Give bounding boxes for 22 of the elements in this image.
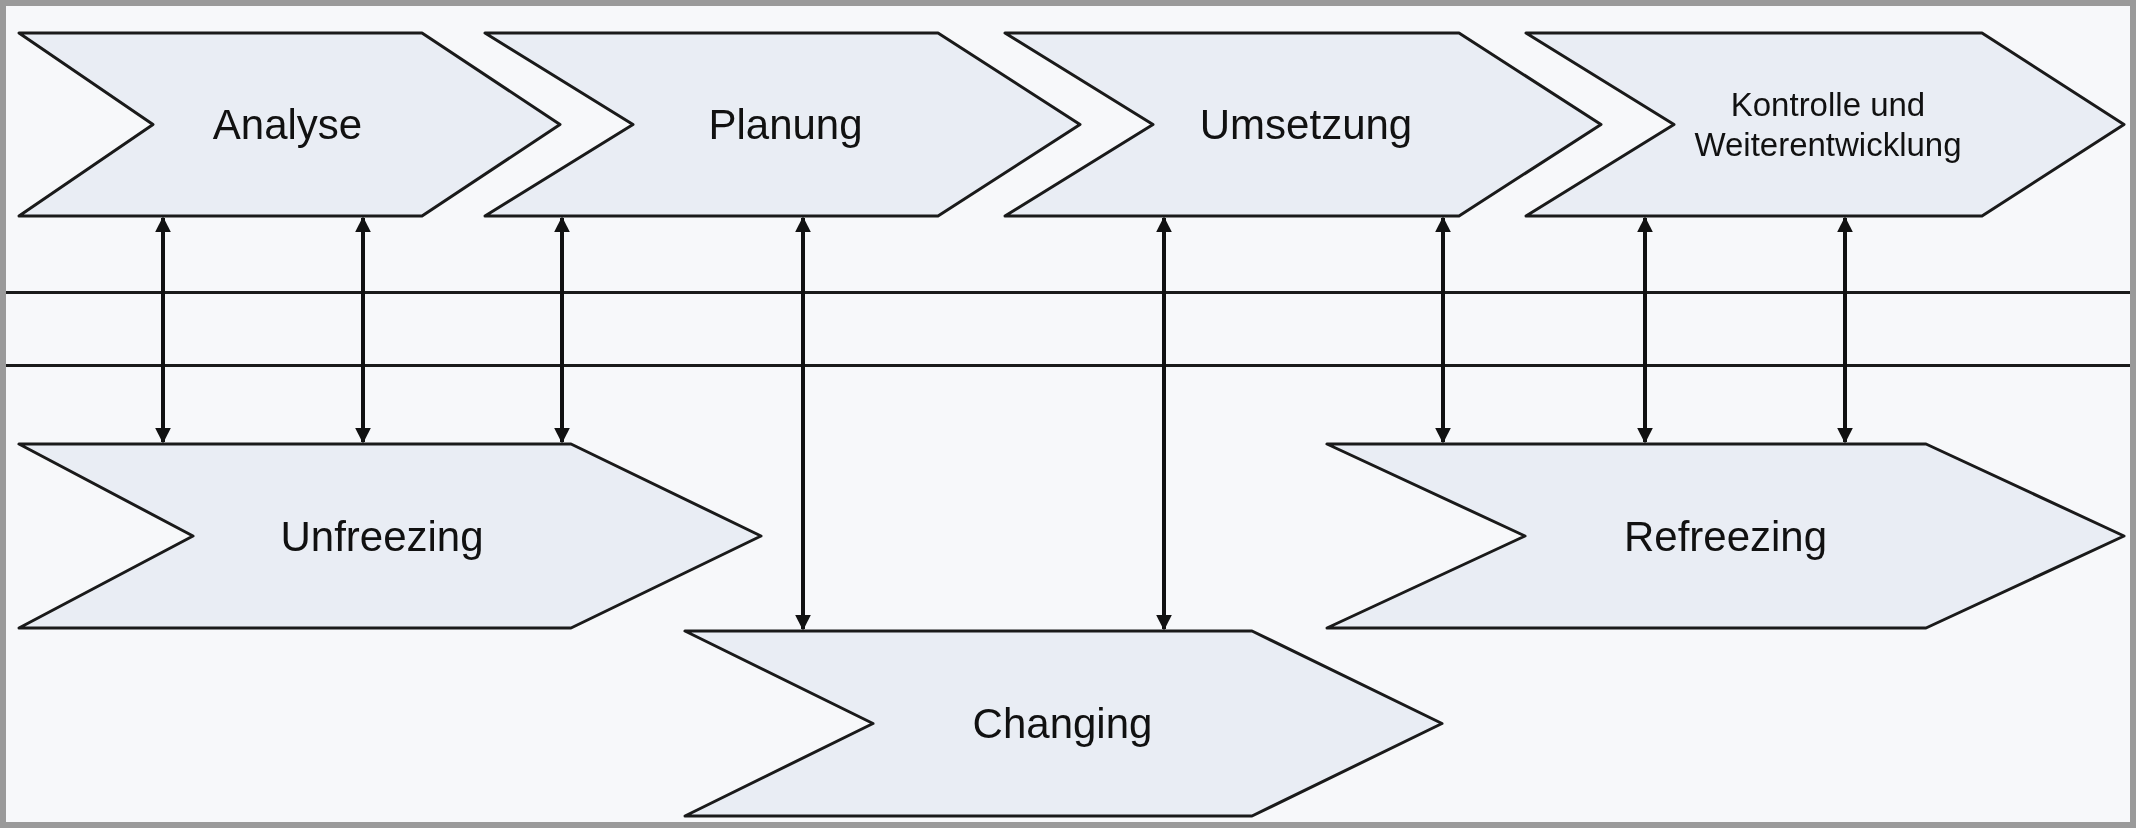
chevron-shape: [1003, 31, 1603, 218]
chevron-shape: [1524, 31, 2126, 218]
double-arrow: [795, 216, 811, 631]
chevron-shape: [483, 31, 1082, 218]
chevron-label: Umsetzung: [1199, 100, 1413, 150]
chevron-label: Planung: [708, 100, 863, 150]
chevron-label: Analyse: [212, 100, 363, 150]
chevron-label: Changing: [972, 699, 1153, 749]
chevron-shape: [17, 31, 562, 218]
chevron-shape: [1325, 442, 2126, 630]
chevron-label: Kontrolle und Weiterentwicklung: [1693, 84, 1963, 165]
double-arrow: [554, 216, 570, 444]
double-arrow: [1435, 216, 1451, 444]
double-arrow: [355, 216, 371, 444]
double-arrow: [1156, 216, 1172, 631]
chevron-shape: [683, 629, 1444, 818]
double-arrow: [1837, 216, 1853, 444]
double-arrow: [155, 216, 171, 444]
chevron-label: Refreezing: [1623, 511, 1828, 562]
chevron-label: Unfreezing: [280, 511, 484, 562]
chevron-shape: [17, 442, 763, 630]
double-arrow: [1637, 216, 1653, 444]
